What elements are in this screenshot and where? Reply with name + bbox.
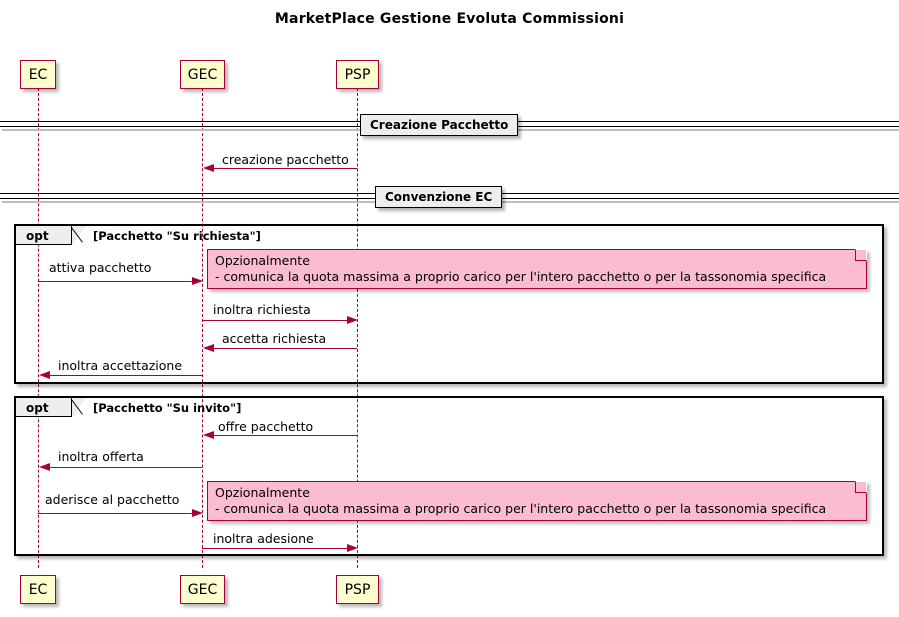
lifeline-psp (357, 88, 358, 568)
fragment-opt-su-invito (14, 396, 884, 556)
message-arrowhead-creazione-pacchetto (203, 163, 214, 172)
note-opzionalmente-2-fold (855, 482, 866, 493)
note-opzionalmente-1-line1: Opzionalmente (215, 253, 310, 268)
participant-ec-bottom[interactable]: EC (20, 575, 56, 604)
participant-psp-bottom[interactable]: PSP (336, 575, 379, 604)
message-arrowhead-inoltra-accettazione (39, 370, 50, 379)
message-line-inoltra-accettazione (43, 375, 202, 376)
divider-creazione-text: Creazione Pacchetto (370, 117, 509, 132)
lifeline-gec (202, 88, 203, 568)
message-label-inoltra-adesione: inoltra adesione (213, 531, 314, 546)
participant-psp-bottom-label: PSP (344, 581, 371, 598)
fragment-opt-su-invito-tab-corner (72, 398, 86, 417)
fragment-opt-su-invito-condition: [Pacchetto "Su invito"] (93, 401, 242, 415)
participant-psp-top-label: PSP (344, 66, 371, 83)
participant-gec-top[interactable]: GEC (180, 60, 225, 89)
message-line-accetta-richiesta (207, 348, 357, 349)
message-arrowhead-offre-pacchetto (203, 430, 214, 439)
note-opzionalmente-2-line2: - comunica la quota massima a proprio ca… (215, 501, 827, 516)
message-line-attiva-pacchetto (38, 281, 193, 282)
message-arrowhead-inoltra-adesione (347, 543, 358, 552)
message-arrowhead-aderisce-al-pacchetto (192, 508, 203, 517)
divider-convenzione-label: Convenzione EC (375, 186, 503, 208)
participant-ec-top[interactable]: EC (20, 60, 56, 89)
message-label-inoltra-accettazione: inoltra accettazione (58, 358, 183, 373)
participant-ec-bottom-label: EC (28, 581, 48, 598)
message-arrowhead-attiva-pacchetto (192, 276, 203, 285)
fragment-opt-su-richiesta-keyword: opt (26, 229, 49, 243)
message-label-creazione-pacchetto: creazione pacchetto (222, 152, 349, 167)
message-line-inoltra-adesione (202, 548, 350, 549)
diagram-title: MarketPlace Gestione Evoluta Commissioni (274, 11, 625, 27)
lifeline-ec (38, 88, 39, 568)
message-line-aderisce-al-pacchetto (38, 513, 193, 514)
note-opzionalmente-1: Opzionalmente - comunica la quota massim… (207, 249, 867, 289)
message-line-offre-pacchetto (207, 435, 357, 436)
message-label-offre-pacchetto: offre pacchetto (218, 419, 314, 434)
divider-convenzione-text: Convenzione EC (385, 189, 493, 204)
fragment-opt-su-richiesta-condition: [Pacchetto "Su richiesta"] (93, 229, 261, 243)
participant-psp-top[interactable]: PSP (336, 60, 379, 89)
message-label-inoltra-offerta: inoltra offerta (58, 449, 144, 464)
note-opzionalmente-1-line2: - comunica la quota massima a proprio ca… (215, 269, 827, 284)
message-label-aderisce-al-pacchetto: aderisce al pacchetto (45, 492, 180, 507)
message-line-inoltra-richiesta (202, 320, 350, 321)
message-arrowhead-accetta-richiesta (203, 343, 214, 352)
fragment-opt-su-invito-tab (16, 398, 72, 417)
message-label-attiva-pacchetto: attiva pacchetto (49, 260, 152, 275)
fragment-opt-su-richiesta (14, 224, 884, 384)
note-opzionalmente-2: Opzionalmente - comunica la quota massim… (207, 481, 867, 521)
message-line-inoltra-offerta (43, 467, 202, 468)
participant-gec-bottom-label: GEC (187, 581, 218, 598)
divider-creazione-label: Creazione Pacchetto (360, 114, 519, 136)
message-label-inoltra-richiesta: inoltra richiesta (213, 302, 311, 317)
participant-ec-top-label: EC (28, 66, 48, 83)
fragment-opt-su-richiesta-tab (16, 226, 72, 245)
participant-gec-bottom[interactable]: GEC (180, 575, 225, 604)
message-label-accetta-richiesta: accetta richiesta (222, 331, 327, 346)
fragment-opt-su-richiesta-tab-corner (72, 226, 86, 245)
fragment-opt-su-invito-keyword: opt (26, 401, 49, 415)
message-arrowhead-inoltra-offerta (39, 462, 50, 471)
message-line-creazione-pacchetto (207, 168, 357, 169)
message-arrowhead-inoltra-richiesta (347, 315, 358, 324)
participant-gec-top-label: GEC (187, 66, 218, 83)
note-opzionalmente-2-line1: Opzionalmente (215, 485, 310, 500)
note-opzionalmente-1-fold (855, 250, 866, 261)
